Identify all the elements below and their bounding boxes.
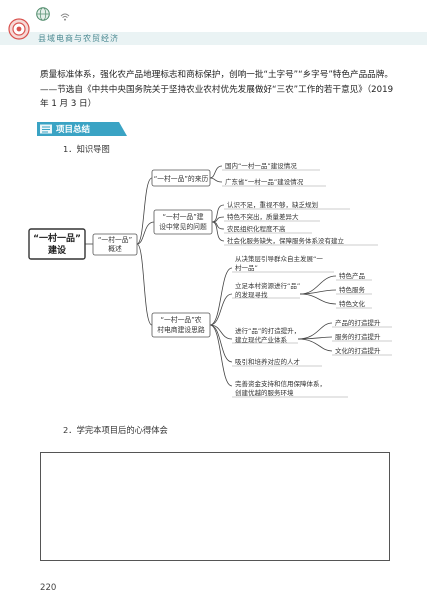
branch2-item: 农民组织化程度不高 [227,224,286,233]
section-banner-shape [37,122,127,136]
build-item: 产品的打造提升 [335,318,381,327]
overview-node-line1: “一村一品” [98,235,132,244]
reflection-writing-box[interactable] [40,452,390,561]
mindmap-subheading: 1．知识导图 [63,144,110,154]
find-item: 特色服务 [339,285,366,294]
branch3-item-line: 村一品” [235,263,258,272]
find-item: 特色产品 [339,271,365,280]
branch1-node-box [151,169,211,187]
branch2-item: 认识不足，重视不够，缺乏规划 [227,200,318,209]
mind-map: “一村一品” 建设 “一村一品” 概述 “一村一品”的来历 国内“一村一品”建设… [28,161,392,398]
branch3-item-line: 完善资金支持和信用保障体系， [235,379,326,388]
branch3-item-line: 从决策层引导群众自主发展“一 [235,254,323,263]
branch2-item: 社会化服务缺失，保障服务体系没有建立 [227,236,345,245]
branch3-node-box [151,312,211,338]
reflection-subheading: 2．学完本项目后的心得体会 [63,425,168,435]
branch1-node-label: “一村一品”的来历 [154,174,209,183]
page-number: 220 [40,583,57,593]
branch2-node-line1: “一村一品”建 [162,212,203,221]
branch1-item: 国内“一村一品”建设情况 [225,161,297,170]
wifi-icon [60,13,70,21]
branch1-item: 广东省“一村一品”建设情况 [225,177,304,186]
branch3-item-line: 建立现代产业体系 [235,335,288,344]
root-node-box [28,228,86,260]
section-banner: 项目总结 [37,121,127,136]
branch2-node-box [153,209,213,235]
branch3-node-line2: 村电商建设思路 [157,325,205,334]
target-logo-icon [8,18,30,40]
overview-node-line2: 概述 [108,244,122,253]
branch3-item-line: 进行“品”的打造提升， [235,326,300,335]
overview-node-box [92,233,138,256]
build-item: 文化的打造提升 [335,346,381,355]
branch3-item: 吸引和培养对应的人才 [235,357,301,366]
globe-emblem-icon [36,7,50,21]
find-item: 特色文化 [339,299,366,308]
header-band [0,32,427,45]
section-title: 项目总结 [56,125,91,135]
branch2-node-line2: 设中常见的问题 [159,222,207,231]
header-title: 县域电商与农贸经济 [38,34,119,43]
branch3-item-line: 的发现寻找 [235,290,268,299]
page-header: 县域电商与农贸经济 [0,0,427,48]
branch3-item-line: 立足本村资源进行“品” [235,281,300,290]
intro-paragraph: 质量标准体系，强化农产品地理标志和商标保护，创响一批“土字号”“乡字号”特色产品… [40,70,394,109]
branch3-node-line1: “一村一品”农 [160,315,201,324]
root-node-line2: 建设 [48,244,67,256]
branch2-item: 特色不突出，质量差异大 [227,212,299,221]
build-item: 服务的打造提升 [335,332,381,341]
branch3-item-line: 创建优越的服务环境 [235,388,294,397]
root-node-line1: “一村一品” [33,232,81,244]
